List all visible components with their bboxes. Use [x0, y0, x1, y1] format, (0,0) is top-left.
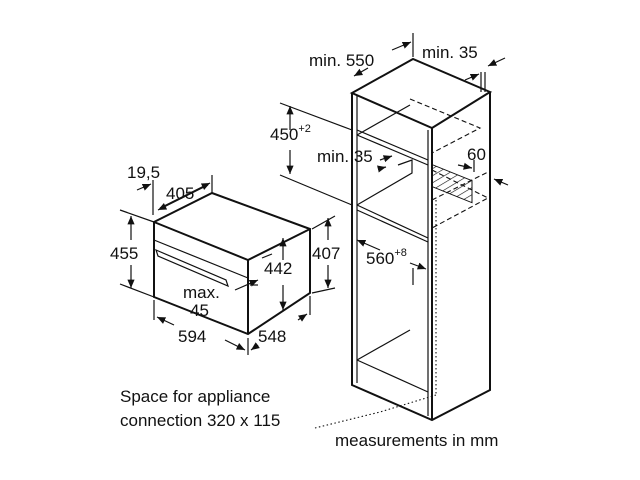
- note-connection-line2: connection 320 x 115: [120, 411, 280, 430]
- dim-oven-height: 455: [110, 244, 138, 263]
- dim-oven-width: 594: [178, 327, 206, 346]
- cabinet-drawing: [314, 57, 493, 429]
- oven-handle: [155, 248, 229, 288]
- dim-niche-width: 560+8: [366, 247, 407, 268]
- dim-shelf-gap: min. 35: [317, 147, 373, 166]
- dim-cabinet-min-depth: min. 550: [309, 51, 374, 70]
- note-connection-line1: Space for appliance: [120, 387, 270, 406]
- dim-vent: 60: [467, 145, 486, 164]
- oven-dimension-lines: [119, 175, 336, 355]
- note-units: measurements in mm: [335, 431, 498, 450]
- cabinet-dimension-lines: [279, 33, 509, 285]
- dim-oven-offset: 19,5: [127, 163, 160, 182]
- dim-oven-depth: 548: [258, 327, 286, 346]
- dim-cabinet-wall-gap: min. 35: [422, 43, 478, 62]
- dim-niche-height: 450+2: [270, 123, 311, 144]
- dim-oven-inner-height: 442: [264, 259, 292, 278]
- dim-door-label: max.: [183, 283, 220, 302]
- dim-oven-depth-top: 405: [166, 184, 194, 203]
- dim-door-value: 45: [190, 301, 209, 320]
- dim-oven-side-height: 407: [312, 244, 340, 263]
